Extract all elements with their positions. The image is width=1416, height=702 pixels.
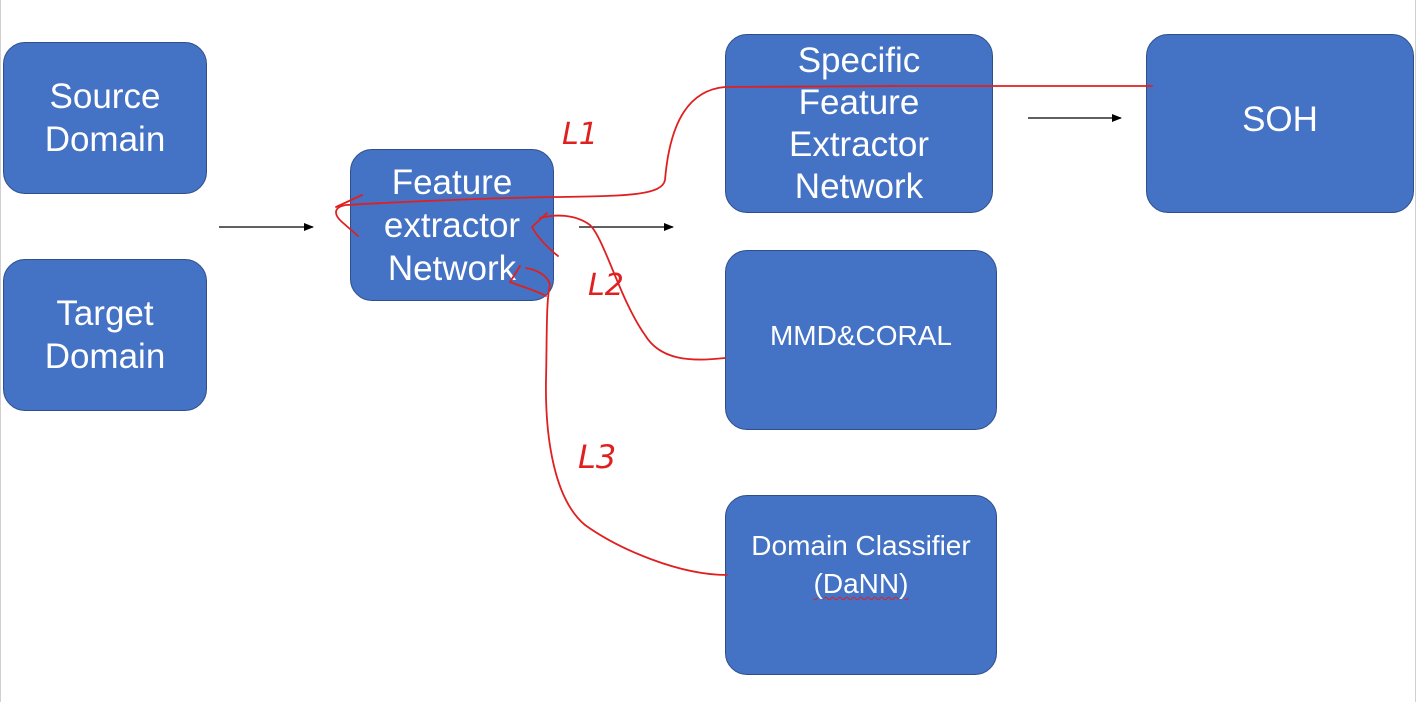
soh-label: SOH (1242, 100, 1318, 139)
source-domain-node: Source Domain (3, 42, 207, 194)
specific-feature-extractor-label: Specific Feature Extractor Network (788, 40, 930, 206)
domain-classifier-label: Domain Classifier (751, 530, 971, 561)
l3-annotation: L3 (578, 438, 616, 476)
l2-loss-path (539, 214, 726, 361)
source-domain-label: Source Domain (44, 77, 166, 159)
domain-classifier-sublabel: (DaNN) (813, 568, 909, 599)
l1-loss-path (335, 85, 1153, 237)
l1-annotation: L1 (562, 117, 598, 152)
feature-extractor-node: Feature extractor Network (350, 149, 554, 301)
specific-feature-extractor-node: Specific Feature Extractor Network (725, 34, 993, 213)
domain-classifier-node: Domain Classifier (DaNN) (725, 495, 997, 675)
l3-arrowhead (509, 265, 547, 297)
l2-annotation: L2 (588, 268, 624, 303)
mmd-coral-label: MMD&CORAL (769, 320, 952, 351)
feature-extractor-label: Feature extractor Network (383, 162, 521, 288)
soh-node: SOH (1146, 34, 1414, 213)
l2-arrowhead (531, 212, 559, 257)
l1-arrowhead (335, 194, 363, 208)
l3-loss-path (525, 267, 728, 576)
slide-border-left (0, 0, 1, 702)
target-domain-node: Target Domain (3, 259, 207, 411)
mmd-coral-node: MMD&CORAL (725, 250, 997, 430)
target-domain-label: Target Domain (44, 294, 166, 376)
